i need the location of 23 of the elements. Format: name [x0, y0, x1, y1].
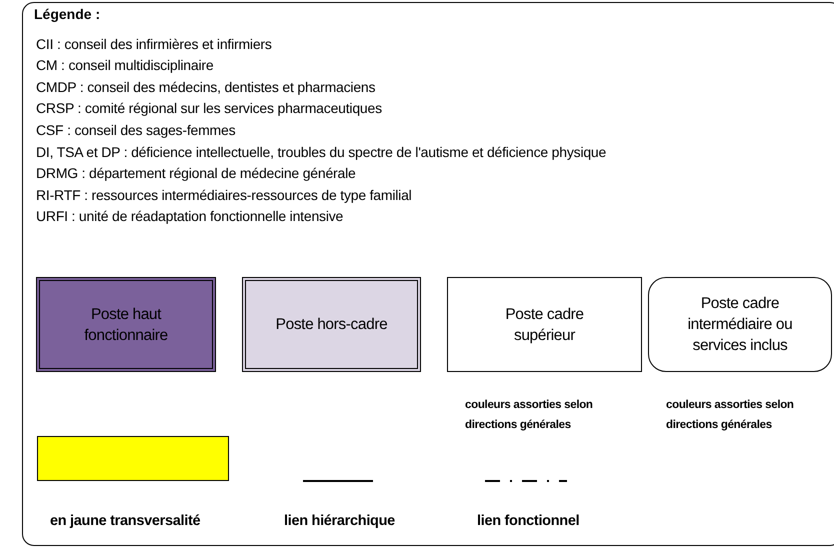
abbreviation-entry: DI, TSA et DP : déficience intellectuelle, troubles du spectre de l'autisme et déficience physique	[36, 144, 606, 160]
abbreviation-entry: CRSP : comité régional sur les services pharmaceutiques	[36, 100, 382, 116]
legend-text: lien hiérarchique	[284, 513, 395, 529]
color-note: couleurs assorties selon directions générales	[465, 398, 594, 433]
abbreviation-entry: CM : conseil multidisciplinaire	[36, 57, 214, 74]
position-box	[36, 277, 216, 372]
abbreviation-entry: RI-RTF : ressources intermédiaires-ressources de type familial	[36, 186, 412, 203]
legend-text: en jaune transversalité	[50, 513, 200, 529]
abbreviation-entry: URFI : unité de réadaptation fonctionnelle intensive	[36, 208, 344, 224]
box-label: Poste haut fonctionnaire	[83, 304, 169, 346]
abbreviation-entry: CMDP : conseil des médecins, dentistes et pharmaciens	[36, 78, 376, 95]
abbreviation-entry: CSF : conseil des sages-femmes	[36, 122, 236, 138]
box-label: Poste cadre intermédiaire ou services inclus	[686, 294, 794, 356]
position-box	[447, 277, 642, 372]
abbreviation-entry: DRMG : département régional de médecine générale	[36, 165, 356, 182]
box-label: Poste hors-cadre	[276, 315, 388, 335]
rounded-position-box	[648, 277, 832, 372]
color-note: couleurs assorties selon directions générales	[666, 398, 795, 433]
legend-heading: Légende :	[34, 6, 100, 22]
abbreviation-entry: CII : conseil des infirmières et infirmiers	[36, 36, 272, 52]
box-label: Poste cadre supérieur	[504, 304, 585, 346]
position-box	[242, 277, 421, 372]
legend-text: lien fonctionnel	[477, 513, 580, 529]
